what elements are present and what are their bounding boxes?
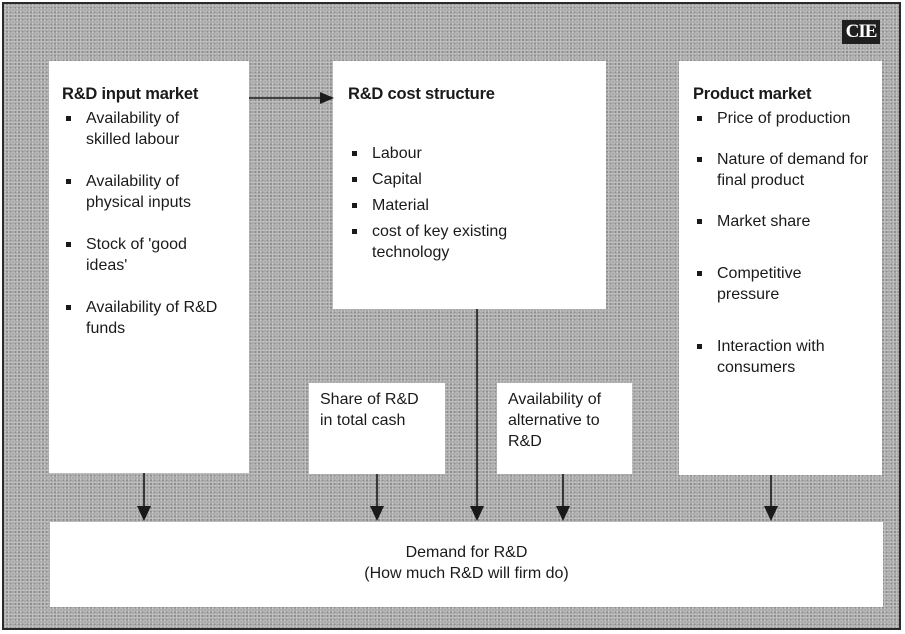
rd-cost-structure-title: R&D cost structure: [348, 85, 495, 103]
rd-cost-structure-box: R&D cost structure Labour Capital Materi…: [333, 61, 606, 309]
list-item: Availability of R&D funds: [62, 297, 237, 339]
list-item: Market share: [693, 211, 874, 232]
list-item: Interaction with consumers: [693, 336, 867, 378]
list-item: Nature of demand for final product: [693, 149, 877, 191]
demand-for-rd-title: Demand for R&D: [405, 544, 528, 561]
share-of-rd-box: Share of R&D in total cash: [309, 383, 445, 474]
cie-logo: CIE: [842, 20, 880, 44]
list-item: Labour: [348, 143, 594, 164]
list-item: Competitive pressure: [693, 263, 847, 305]
rd-input-market-box: R&D input market Availability of skilled…: [49, 61, 249, 473]
rd-input-market-title: R&D input market: [62, 85, 199, 103]
alternative-to-rd-box: Availability of alternative to R&D: [497, 383, 632, 474]
arrowhead-input-to-cost: [320, 92, 334, 104]
list-item: Capital: [348, 169, 594, 190]
arrowhead-alternative-to-demand: [556, 506, 570, 521]
list-item: Availability of physical inputs: [62, 171, 226, 213]
rd-input-market-list: Availability of skilled labour Availabil…: [62, 108, 237, 339]
list-item: Price of production: [693, 108, 874, 129]
list-item: Material: [348, 195, 594, 216]
arrowhead-product-to-demand: [764, 506, 778, 521]
product-market-title: Product market: [693, 85, 812, 103]
product-market-list: Price of production Nature of demand for…: [693, 108, 874, 378]
list-item: cost of key existing technology: [348, 221, 547, 263]
rd-cost-structure-list: Labour Capital Material cost of key exis…: [348, 143, 594, 263]
arrowhead-cost-to-demand: [470, 506, 484, 521]
demand-for-rd-box: Demand for R&D (How much R&D will firm d…: [50, 522, 883, 607]
arrowhead-share-to-demand: [370, 506, 384, 521]
demand-for-rd-subtitle: (How much R&D will firm do): [364, 565, 569, 582]
product-market-box: Product market Price of production Natur…: [679, 61, 882, 475]
arrowhead-input-to-demand: [137, 506, 151, 521]
list-item: Availability of skilled labour: [62, 108, 226, 150]
alternative-to-rd-text: Availability of alternative to R&D: [508, 391, 602, 450]
list-item: Stock of 'good ideas': [62, 234, 216, 276]
share-of-rd-text: Share of R&D in total cash: [320, 391, 419, 429]
